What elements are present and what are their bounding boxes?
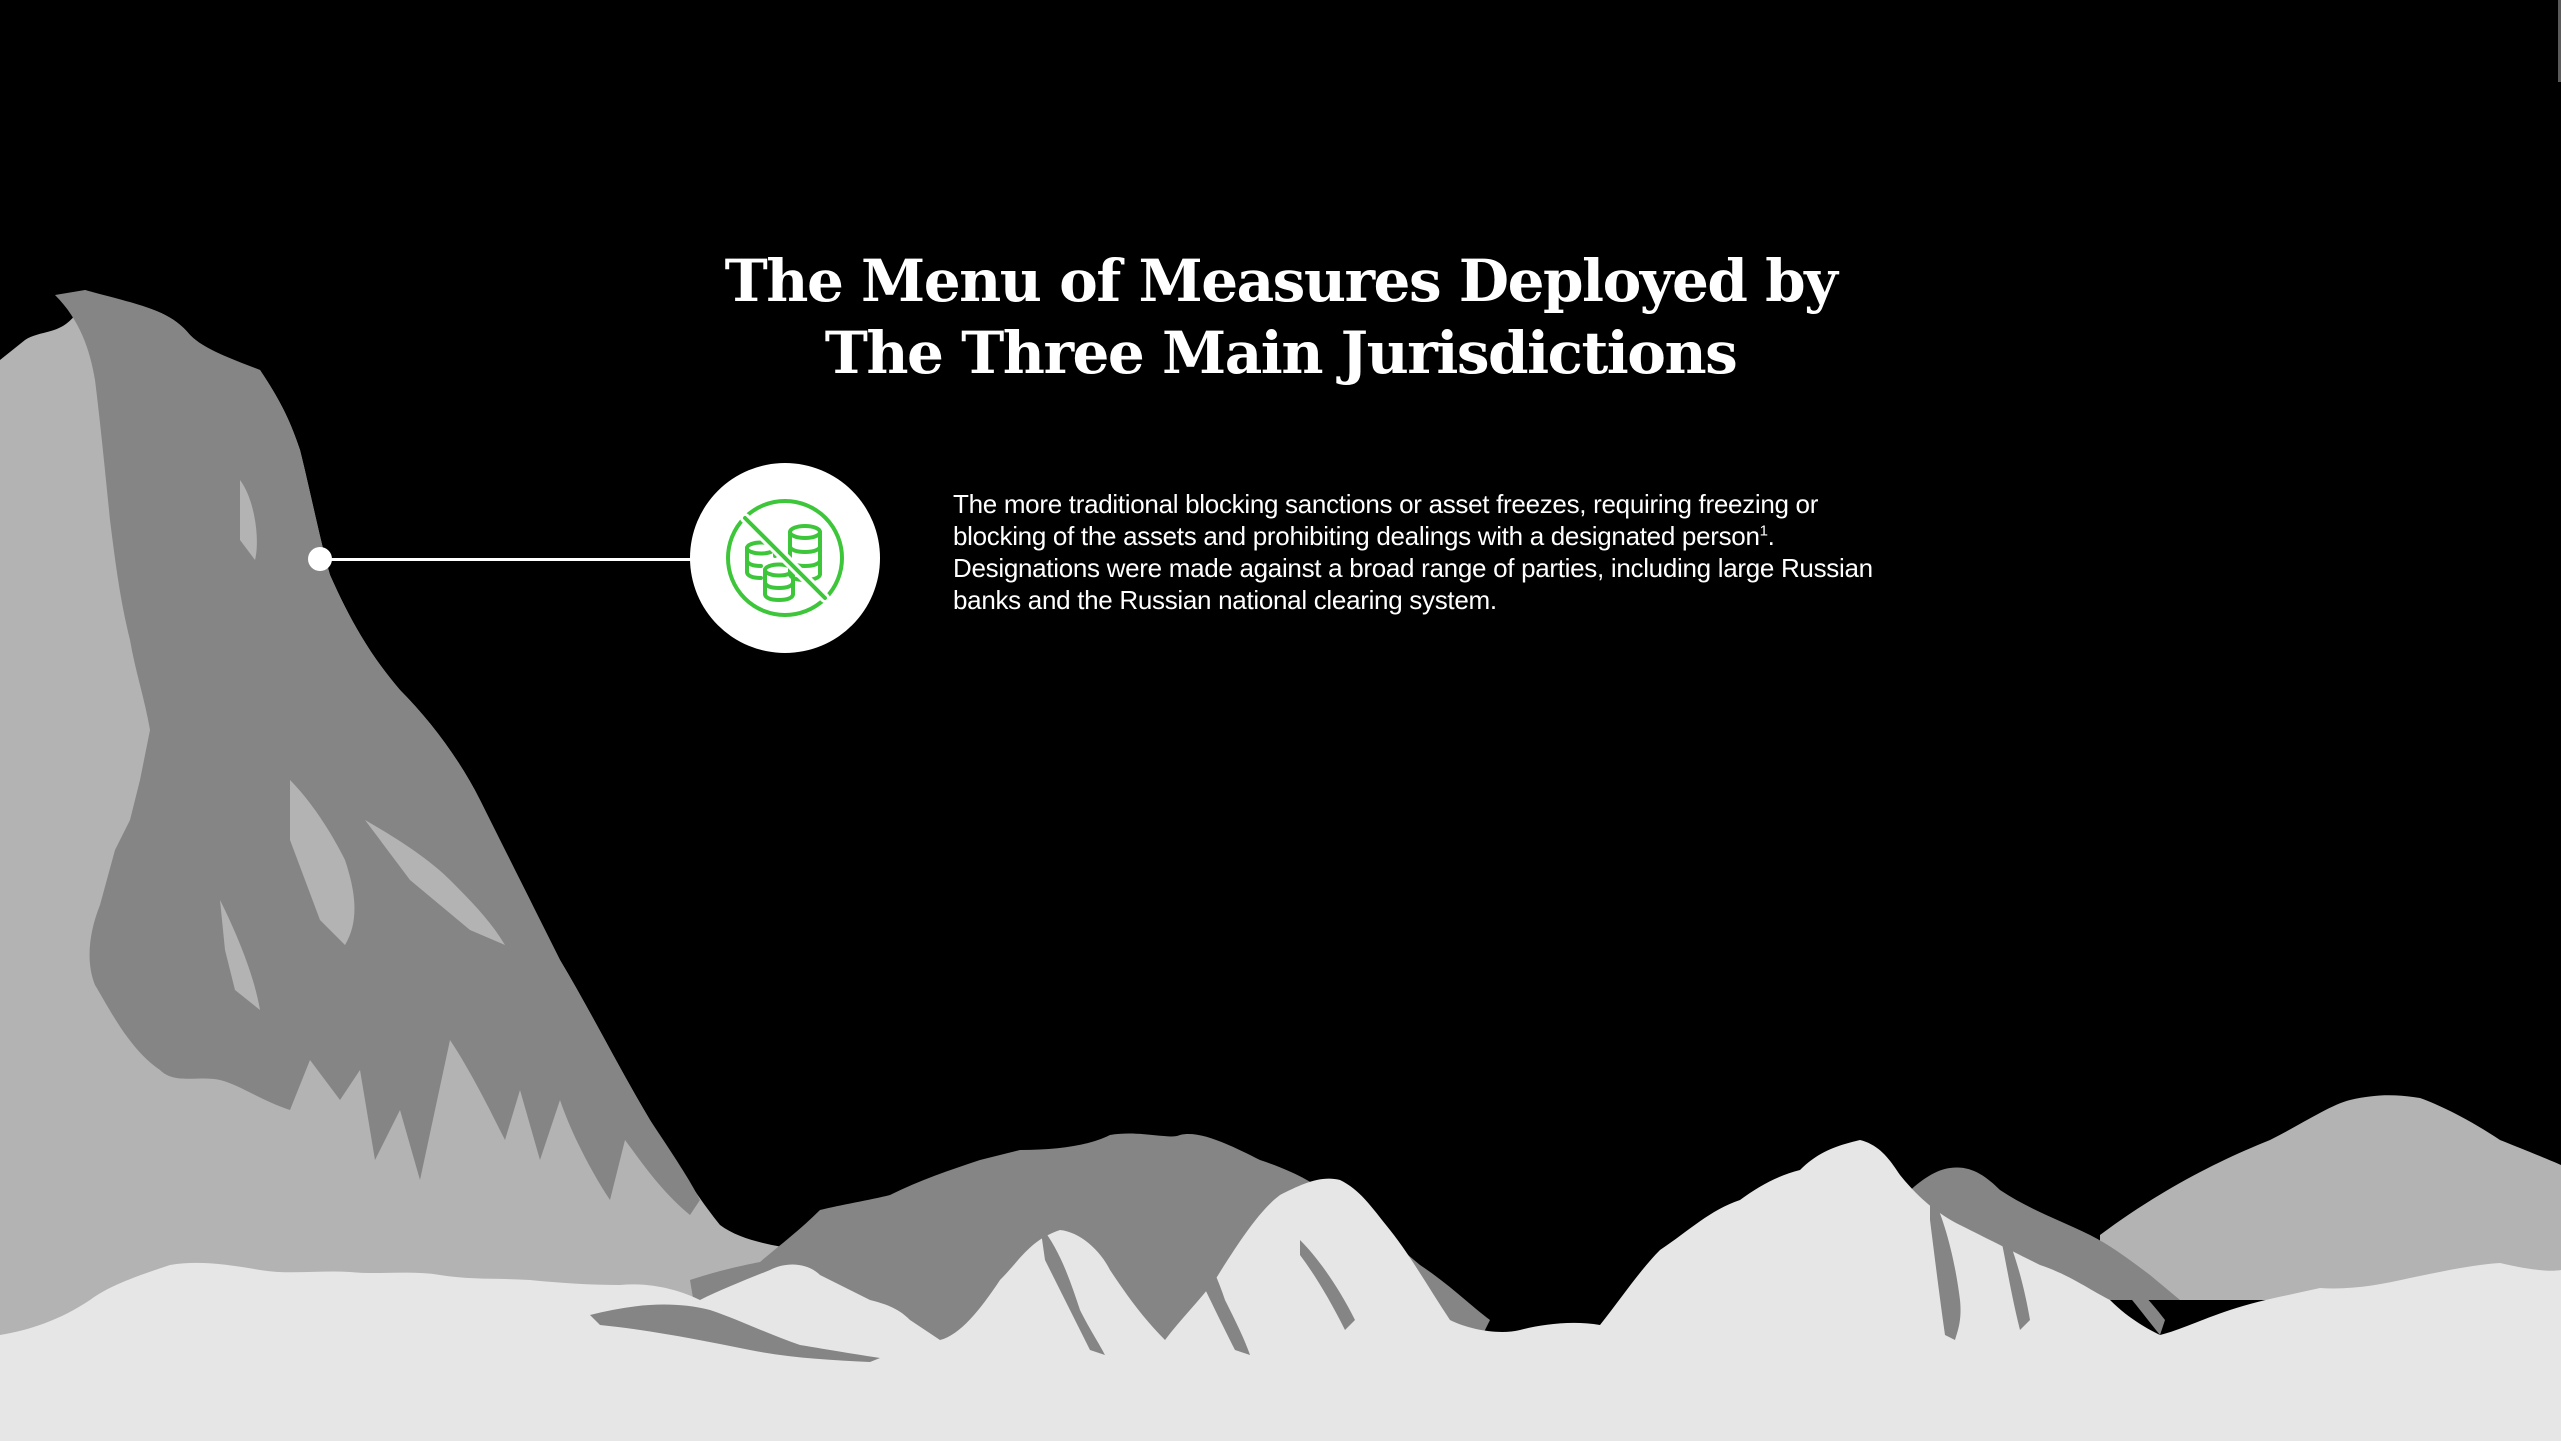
left-mountain-patch (30, 420, 70, 520)
snow-streak (1300, 1240, 1355, 1330)
title-line-1: The Menu of Measures Deployed by (724, 247, 1838, 315)
snow-streak (1180, 1210, 1250, 1355)
left-mountain-patch (220, 900, 260, 1010)
no-coins-icon (726, 499, 844, 617)
snow-streak (1930, 1190, 1961, 1340)
callout-icon-badge (690, 463, 880, 653)
connector-line (320, 558, 700, 561)
left-mountain-patch (365, 820, 505, 945)
left-mountain-patch (240, 480, 257, 560)
description-text-1: The more traditional blocking sanctions … (953, 489, 1819, 551)
title-line-2: The Three Main Jurisdictions (824, 319, 1738, 387)
page-title: The Menu of Measures Deployed by The Thr… (0, 245, 2561, 389)
left-mountain-patch (290, 780, 355, 945)
right-mountain (2100, 1095, 2561, 1300)
vertical-scrollbar[interactable] (2558, 0, 2561, 82)
callout-description: The more traditional blocking sanctions … (953, 488, 1873, 616)
snow-streak (1040, 1225, 1105, 1355)
snow-streak (590, 1304, 880, 1362)
description-text-2: . Designations were made against a broad… (953, 521, 1873, 615)
snow-foreground (0, 1140, 2561, 1441)
snow-streak (2000, 1220, 2030, 1330)
snow-streak (2110, 1260, 2165, 1335)
left-mountain-rock (55, 290, 700, 1215)
footnote-marker[interactable]: 1 (1759, 522, 1768, 540)
